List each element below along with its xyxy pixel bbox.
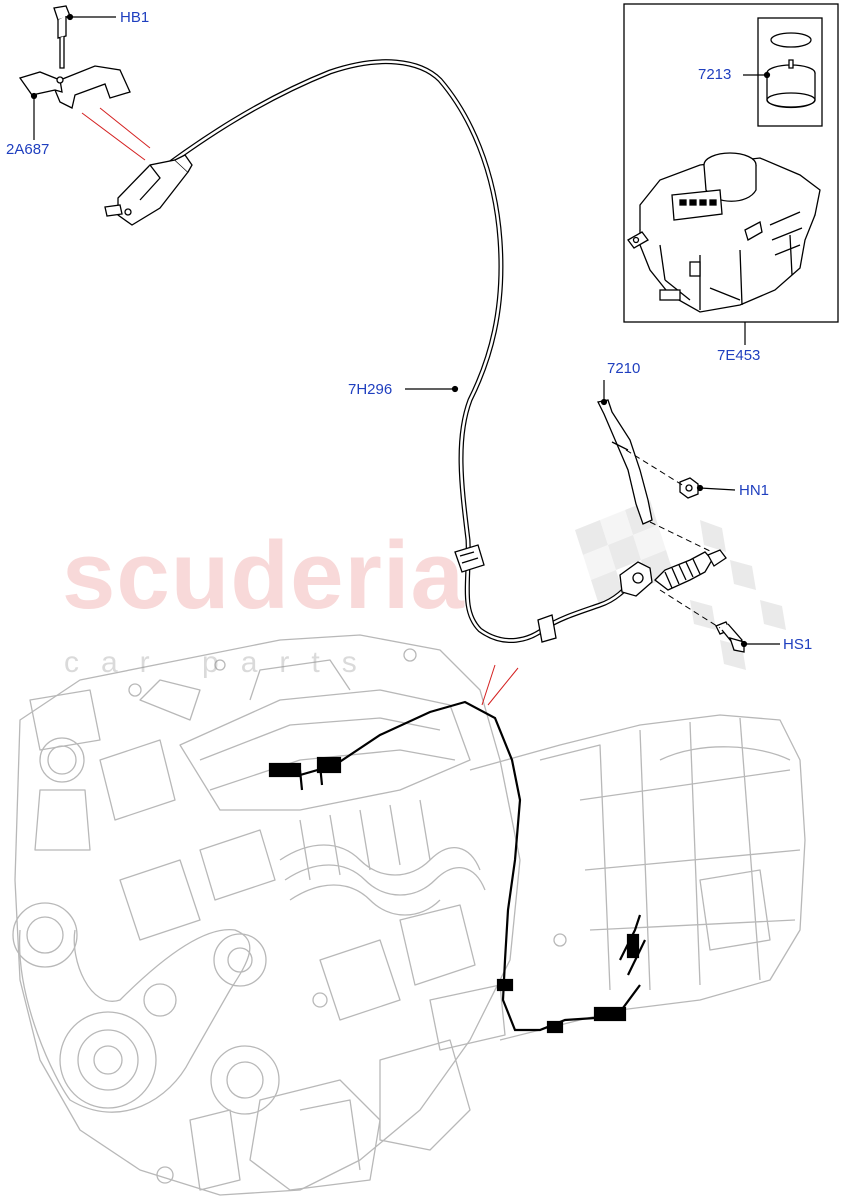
gear-knob-7213 bbox=[766, 32, 816, 109]
callout-7213: 7213 bbox=[698, 66, 732, 83]
alignment-lines bbox=[625, 449, 721, 629]
callout-hs1: HS1 bbox=[783, 636, 813, 653]
callout-7210: 7210 bbox=[607, 360, 641, 377]
callout-hb1: HB1 bbox=[120, 9, 150, 26]
callout-7e453: 7E453 bbox=[717, 347, 761, 364]
pointer-lines bbox=[81, 107, 519, 706]
bracket-2a687 bbox=[18, 65, 131, 109]
bracket-7210 bbox=[597, 399, 653, 525]
engine-transmission-assembly bbox=[12, 634, 806, 1196]
bolt-hs1 bbox=[715, 621, 745, 653]
callout-leaders bbox=[30, 13, 780, 648]
watermark-brand: scuderia bbox=[62, 522, 465, 629]
shifter-module-7e453 bbox=[627, 152, 821, 313]
cable-end-fitting bbox=[104, 154, 193, 226]
nut-hn1 bbox=[679, 477, 699, 499]
cable-clip bbox=[454, 544, 557, 643]
callout-7h296: 7H296 bbox=[348, 381, 393, 398]
shifter-box-frame bbox=[623, 3, 839, 323]
cable-spring-end bbox=[619, 549, 727, 597]
callout-hn1: HN1 bbox=[739, 482, 770, 499]
callout-2a687: 2A687 bbox=[6, 141, 50, 158]
shift-cable-installed bbox=[268, 700, 646, 1034]
watermark-tagline: car parts bbox=[64, 646, 379, 679]
